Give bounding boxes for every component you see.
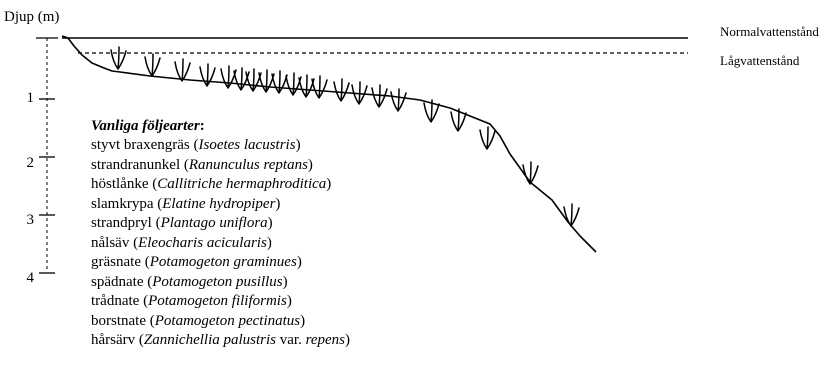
species-common-name: nålsäv <box>91 235 129 251</box>
species-list-item: hårsärv (Zannichellia palustris var. rep… <box>91 331 350 350</box>
species-list-item: trådnate (Potamogeton filiformis) <box>91 292 350 311</box>
species-common-name: gräsnate <box>91 254 141 270</box>
low-water-level-label: Lågvattenstånd <box>720 53 799 69</box>
plant-icon <box>391 89 406 111</box>
plant-icon <box>334 79 349 101</box>
plant-icon <box>111 47 126 69</box>
species-list-item: spädnate (Potamogeton pusillus) <box>91 273 350 292</box>
plant-icon <box>175 59 190 81</box>
species-list-heading: Vanliga följearter: <box>91 117 350 136</box>
species-scientific-name: Isoetes lacustris <box>198 137 295 153</box>
species-common-name: styvt braxengräs <box>91 137 190 153</box>
species-scientific-name: Callitriche hermaphroditica <box>157 176 326 192</box>
species-common-name: strandranunkel <box>91 157 180 173</box>
species-heading-text: Vanliga följearter <box>91 118 200 134</box>
species-scientific-name: Elatine hydropiper <box>162 196 275 212</box>
species-list-item: nålsäv (Eleocharis acicularis) <box>91 234 350 253</box>
species-scientific-name: Ranunculus reptans <box>189 157 308 173</box>
species-common-name: höstlånke <box>91 176 149 192</box>
species-common-name: slamkrypa <box>91 196 153 212</box>
normal-water-level-label: Normalvattenstånd <box>720 24 819 40</box>
species-scientific-name: Potamogeton pectinatus <box>155 313 300 329</box>
species-scientific-name: Potamogeton pusillus <box>152 274 282 290</box>
species-list-item: gräsnate (Potamogeton graminues) <box>91 253 350 272</box>
plant-icon <box>424 100 439 122</box>
species-scientific-name: Eleocharis acicularis <box>138 235 267 251</box>
depth-axis-title: Djup (m) <box>4 9 59 26</box>
species-rows: styvt braxengräs (Isoetes lacustris)stra… <box>91 136 350 350</box>
species-common-name: spädnate <box>91 274 143 290</box>
species-list-item: slamkrypa (Elatine hydropiper) <box>91 195 350 214</box>
species-common-name: strandpryl <box>91 215 152 231</box>
plant-icon <box>523 162 538 184</box>
species-list: Vanliga följearter: styvt braxengräs (Is… <box>91 117 350 350</box>
species-list-item: borstnate (Potamogeton pectinatus) <box>91 312 350 331</box>
depth-tick-label: 1 <box>14 90 34 107</box>
plant-icon <box>564 204 579 226</box>
plant-icon <box>200 64 215 86</box>
species-scientific-name: Potamogeton graminues <box>150 254 297 270</box>
species-scientific-name: Plantago uniflora <box>161 215 268 231</box>
species-scientific-name: Zannichellia palustris <box>144 332 276 348</box>
species-common-name: trådnate <box>91 293 139 309</box>
species-name-suffix: var. repens <box>276 332 345 348</box>
species-list-item: strandpryl (Plantago uniflora) <box>91 214 350 233</box>
plant-icon <box>480 127 495 149</box>
species-common-name: borstnate <box>91 313 146 329</box>
plant-icon <box>372 85 387 107</box>
plant-icon <box>221 66 236 88</box>
species-scientific-name: Potamogeton filiformis <box>148 293 287 309</box>
species-heading-colon: : <box>200 118 205 134</box>
plant-icon <box>451 109 466 131</box>
species-list-item: strandranunkel (Ranunculus reptans) <box>91 156 350 175</box>
plant-icon <box>145 54 160 76</box>
species-list-item: höstlånke (Callitriche hermaphroditica) <box>91 175 350 194</box>
plant-icon <box>352 82 367 104</box>
species-common-name: hårsärv <box>91 332 135 348</box>
depth-tick-label: 2 <box>14 155 34 172</box>
depth-tick-label: 4 <box>14 270 34 287</box>
plant-icon <box>286 73 301 95</box>
species-list-item: styvt braxengräs (Isoetes lacustris) <box>91 136 350 155</box>
depth-tick-label: 3 <box>14 212 34 229</box>
